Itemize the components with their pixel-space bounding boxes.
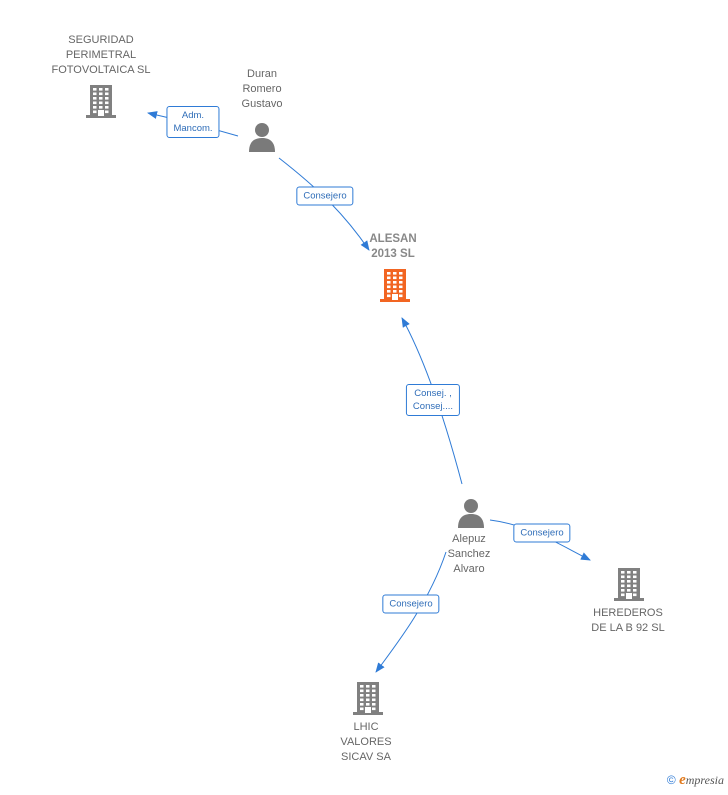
edge-label-line: Consej.... <box>412 401 454 412</box>
node-name-line: Alepuz <box>452 533 486 545</box>
edge-label-line: Consej. , <box>414 388 452 399</box>
node-name-line: 2013 SL <box>371 248 415 260</box>
node-name-line: VALORES <box>340 736 392 748</box>
node-name-line: Gustavo <box>241 98 283 110</box>
node-name-line: HEREDEROS <box>593 607 663 619</box>
person-icon[interactable] <box>456 498 486 533</box>
edge-label-line: Consejero <box>303 190 347 202</box>
building-icon[interactable] <box>352 681 384 720</box>
edge-label-line: Consejero <box>389 598 433 610</box>
edge-label-line: Adm. <box>181 110 205 121</box>
node-name-line: DE LA B 92 SL <box>591 622 665 634</box>
node-name-line: ALESAN <box>369 233 417 245</box>
node-name-line: SICAV SA <box>341 751 391 763</box>
edge-alepuz-to-lhic <box>375 551 447 673</box>
node-name-line: FOTOVOLTAICA SL <box>51 64 151 76</box>
building-icon[interactable] <box>379 268 411 307</box>
node-name-line: Sanchez <box>447 548 491 560</box>
node-label-seguridad[interactable]: SEGURIDAD PERIMETRAL FOTOVOLTAICA SL <box>51 33 150 78</box>
node-name-line: Romero <box>242 83 282 95</box>
empresia-logo: empresia <box>679 772 724 788</box>
node-name-line: PERIMETRAL <box>65 49 137 61</box>
footer-brand: © empresia <box>667 772 724 789</box>
node-name-line: Alvaro <box>453 563 485 575</box>
edge-label-alepuz-lhic[interactable]: Consejero <box>382 594 440 614</box>
edge-label-line: Mancom. <box>173 123 213 134</box>
edge-label-duran-seguridad[interactable]: Adm. Mancom. <box>166 106 220 138</box>
edge-label-duran-alesan[interactable]: Consejero <box>296 186 354 206</box>
edge-label-line: Consejero <box>520 527 564 539</box>
copyright-symbol: © <box>666 773 676 787</box>
node-label-herederos[interactable]: HEREDEROS DE LA B 92 SL <box>591 606 664 636</box>
node-label-lhic[interactable]: LHIC VALORES SICAV SA <box>340 720 391 765</box>
node-label-alesan[interactable]: ALESAN 2013 SL <box>369 232 416 262</box>
node-name-line: LHIC <box>353 721 379 733</box>
building-icon[interactable] <box>613 567 645 606</box>
node-name-line: SEGURIDAD <box>68 34 134 46</box>
building-icon[interactable] <box>85 84 117 123</box>
node-name-line: Duran <box>247 68 277 80</box>
edge-label-alepuz-herederos[interactable]: Consejero <box>513 523 571 543</box>
person-icon[interactable] <box>247 122 277 157</box>
edge-label-alepuz-alesan[interactable]: Consej. , Consej.... <box>405 384 461 416</box>
